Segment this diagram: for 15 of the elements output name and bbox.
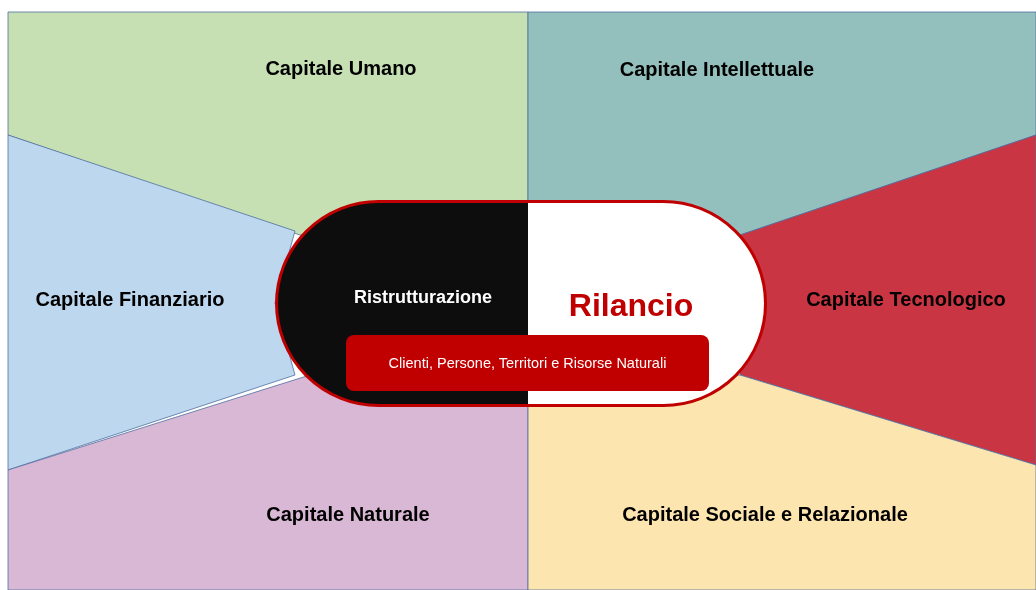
sector-label: Capitale Tecnologico [806, 287, 1006, 311]
sector-panel [8, 135, 295, 470]
sector-label: Capitale Naturale [266, 502, 430, 526]
sector-panel [8, 12, 528, 235]
sector-panel [528, 375, 1036, 590]
sector-label: Capitale Umano [265, 56, 417, 80]
sector-label: Capitale Finanziario [35, 287, 225, 311]
sector-panel [8, 375, 528, 590]
sector-panel [528, 12, 1036, 235]
sector-label: Capitale Intellettuale [619, 57, 815, 81]
pill-left-label: Ristrutturazione [354, 286, 492, 308]
pill-right-label: Rilancio [568, 286, 694, 324]
banner-label: Clienti, Persone, Territori e Risorse Naturali [346, 335, 709, 391]
sector-label: Capitale Sociale e Relazionale [622, 502, 908, 526]
sector-panel [740, 135, 1036, 465]
